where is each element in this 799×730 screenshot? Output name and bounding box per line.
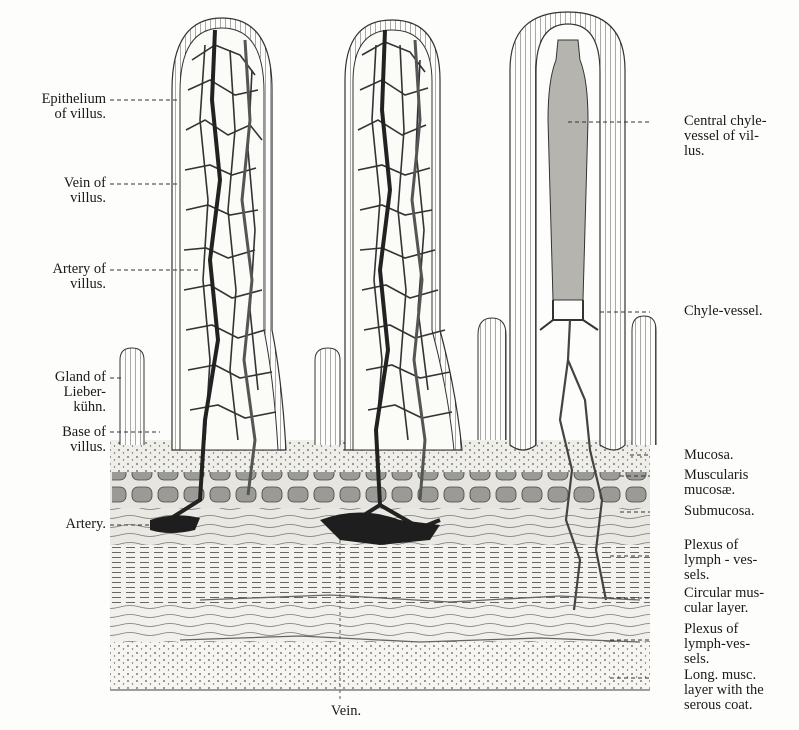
label-chyle-vessel: Chyle-vessel. — [684, 304, 796, 319]
label-epithelium: Epithelium of villus. — [6, 92, 106, 122]
label-long-musc-layer: Long. musc. layer with the serous coat. — [684, 668, 796, 713]
artery-base-1 — [150, 515, 200, 533]
label-base-of-villus: Base of villus. — [6, 425, 106, 455]
label-muscularis-mucosae: Muscularis mucosæ. — [684, 468, 796, 498]
label-mucosa: Mucosa. — [684, 448, 796, 463]
label-plexus-lymph-1: Plexus of lymph - ves- sels. — [684, 538, 796, 583]
label-gland-of-lieberkuhn: Gland of Lieber- kühn. — [6, 370, 106, 415]
central-chyle-vessel — [548, 40, 588, 300]
label-submucosa: Submucosa. — [684, 504, 796, 519]
label-central-chyle-vessel: Central chyle- vessel of vil- lus. — [684, 114, 796, 159]
label-vein: Vein. — [316, 704, 376, 719]
label-artery-of-villus: Artery of villus. — [6, 262, 106, 292]
label-circular-muscular-layer: Circular mus- cular layer. — [684, 586, 796, 616]
label-plexus-lymph-2: Plexus of lymph-ves- sels. — [684, 622, 796, 667]
gland-of-lieberkuhn — [120, 348, 144, 445]
label-artery: Artery. — [6, 517, 106, 532]
label-vein-of-villus: Vein of villus. — [6, 176, 106, 206]
